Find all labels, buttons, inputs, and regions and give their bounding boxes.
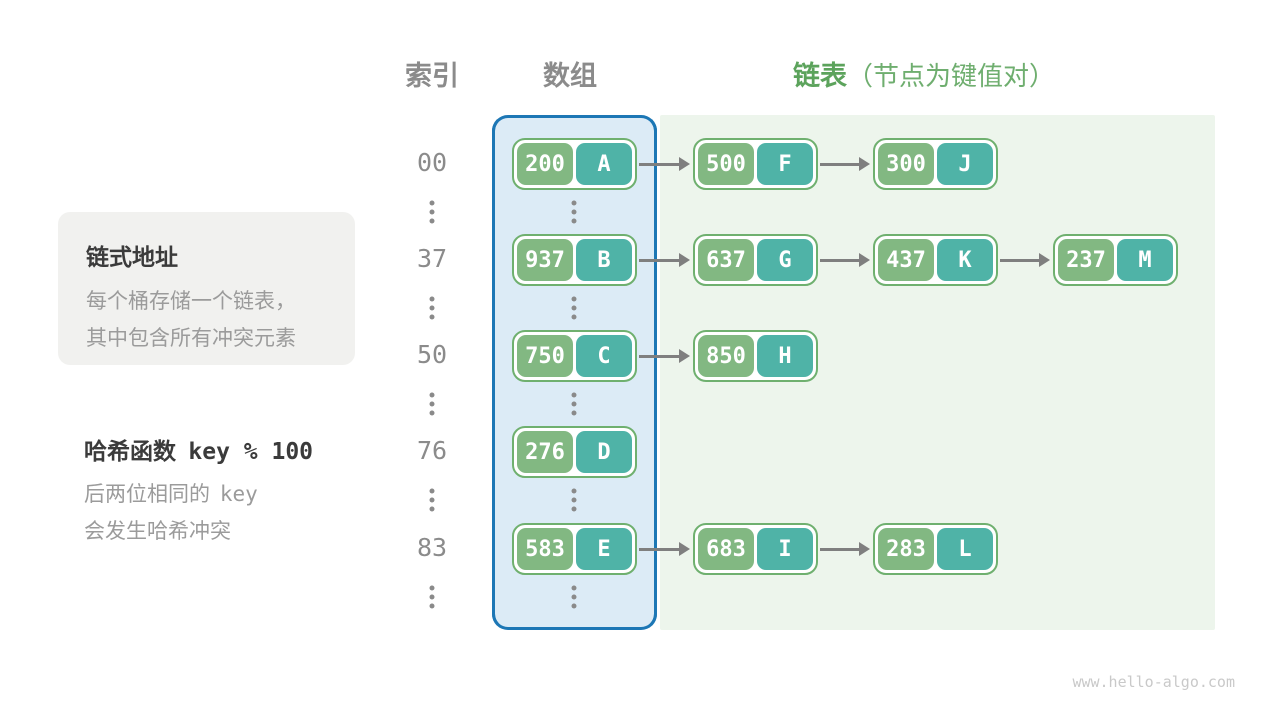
- value-cell: J: [937, 143, 993, 185]
- callout-hash-line1-text: 后两位相同的: [84, 483, 210, 506]
- value-cell: I: [757, 528, 813, 570]
- callout-hash-line1: 后两位相同的 key: [84, 482, 384, 507]
- key-cell: 237: [1058, 239, 1114, 281]
- value-cell: H: [757, 335, 813, 377]
- key-cell: 583: [517, 528, 573, 570]
- index-label: 37: [416, 244, 448, 273]
- key-cell: 850: [698, 335, 754, 377]
- arrow-connector: [820, 162, 860, 166]
- list-header-note: （节点为键值对）: [847, 61, 1056, 91]
- arrow-connector: [639, 354, 680, 358]
- key-cell: 750: [517, 335, 573, 377]
- vertical-ellipsis-icon: [429, 200, 435, 224]
- value-cell: K: [937, 239, 993, 281]
- value-cell: G: [757, 239, 813, 281]
- arrow-connector: [639, 258, 680, 262]
- vertical-ellipsis-icon: [571, 585, 577, 609]
- value-cell: M: [1117, 239, 1173, 281]
- key-cell: 300: [878, 143, 934, 185]
- vertical-ellipsis-icon: [429, 488, 435, 512]
- index-column-header: 索引: [405, 61, 459, 91]
- callout-chaining-line1: 每个桶存储一个链表，: [86, 290, 296, 313]
- callout-hash-line1-code: key: [219, 482, 258, 506]
- list-column-header: 链表（节点为键值对）: [793, 54, 1055, 93]
- arrow-connector: [820, 258, 860, 262]
- key-cell: 276: [517, 431, 573, 473]
- arrow-connector: [639, 547, 680, 551]
- vertical-ellipsis-icon: [571, 488, 577, 512]
- index-label: 76: [416, 436, 448, 465]
- arrow-connector: [820, 547, 860, 551]
- watermark: www.hello-algo.com: [1072, 673, 1235, 691]
- value-cell: E: [576, 528, 632, 570]
- list-header-label: 链表: [793, 61, 847, 91]
- index-label: 00: [416, 148, 448, 177]
- vertical-ellipsis-icon: [571, 296, 577, 320]
- array-column-header: 数组: [543, 61, 597, 91]
- vertical-ellipsis-icon: [429, 296, 435, 320]
- key-cell: 500: [698, 143, 754, 185]
- key-cell: 937: [517, 239, 573, 281]
- value-cell: D: [576, 431, 632, 473]
- index-label: 83: [416, 533, 448, 562]
- vertical-ellipsis-icon: [429, 392, 435, 416]
- value-cell: C: [576, 335, 632, 377]
- vertical-ellipsis-icon: [429, 585, 435, 609]
- key-cell: 637: [698, 239, 754, 281]
- callout-hash-line2: 会发生哈希冲突: [84, 520, 231, 543]
- callout-chaining: 链式地址 每个桶存储一个链表， 其中包含所有冲突元素: [58, 212, 355, 365]
- value-cell: A: [576, 143, 632, 185]
- key-cell: 200: [517, 143, 573, 185]
- arrow-connector: [639, 162, 680, 166]
- key-cell: 683: [698, 528, 754, 570]
- index-label: 50: [416, 340, 448, 369]
- vertical-ellipsis-icon: [571, 392, 577, 416]
- vertical-ellipsis-icon: [571, 200, 577, 224]
- callout-hash: 哈希函数 key % 100 后两位相同的 key 会发生哈希冲突: [84, 432, 384, 544]
- arrow-connector: [1000, 258, 1040, 262]
- key-cell: 283: [878, 528, 934, 570]
- value-cell: B: [576, 239, 632, 281]
- value-cell: F: [757, 143, 813, 185]
- callout-chaining-line2: 其中包含所有冲突元素: [86, 327, 296, 350]
- callout-hash-title-code: key % 100: [188, 439, 314, 465]
- key-cell: 437: [878, 239, 934, 281]
- callout-chaining-title: 链式地址: [86, 244, 178, 270]
- callout-hash-title: 哈希函数 key % 100: [84, 432, 384, 466]
- callout-hash-title-text: 哈希函数: [84, 438, 176, 464]
- value-cell: L: [937, 528, 993, 570]
